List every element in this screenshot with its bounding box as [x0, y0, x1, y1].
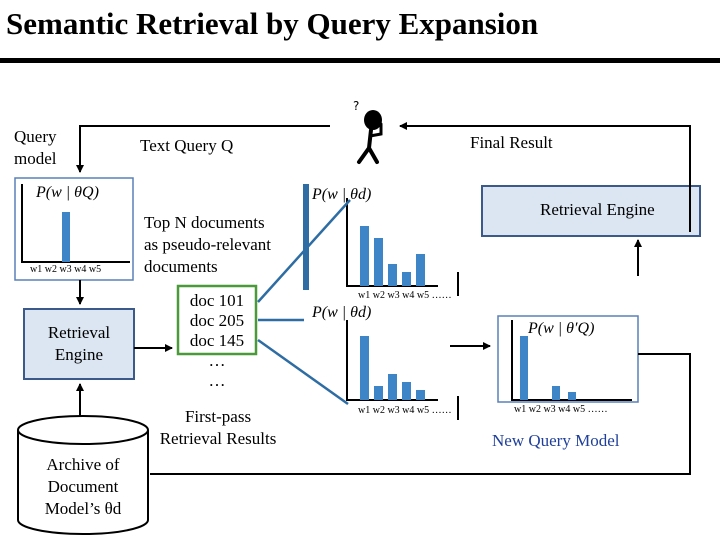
- database-cylinder-icon: [17, 415, 149, 535]
- query-model-tick-labels: w1 w2 w3 w4 w5: [30, 264, 102, 275]
- top-n-docs-line3: documents: [144, 257, 218, 276]
- doc-model-formula-1: P(w | θd): [312, 186, 372, 203]
- doc-model-1-marker: [303, 184, 309, 290]
- doc-list-item[interactable]: doc 101: [189, 291, 245, 310]
- query-model-axes: [21, 184, 130, 263]
- doc-model-1-bars: [360, 226, 425, 286]
- archive-label: Archive of Document Model’s θd: [24, 454, 142, 520]
- distribution-bar: [520, 336, 528, 400]
- first-pass-line2: Retrieval Results: [159, 429, 277, 448]
- query-model-formula: P(w | θQ): [36, 184, 99, 201]
- distribution-bar: [552, 386, 560, 400]
- new-query-model-formula: P(w | θ′Q): [528, 320, 595, 337]
- distribution-bar: [360, 226, 369, 286]
- doc-model-2-tick-labels: w1 w2 w3 w4 w5 ……: [358, 405, 452, 416]
- archive-line2: Document: [47, 477, 119, 496]
- doc-link-1: [257, 199, 351, 303]
- retrieval-engine-top-box: [481, 185, 701, 237]
- distribution-bar: [388, 264, 397, 286]
- final-result-arrow: [399, 122, 691, 232]
- thinking-person-icon: ?: [353, 99, 383, 164]
- top-n-docs-label: Top N documents as pseudo-relevant docum…: [144, 212, 271, 278]
- distribution-bar: [402, 272, 411, 286]
- distribution-bar: [568, 392, 576, 400]
- query-model-bars: [62, 212, 70, 262]
- retrieval-engine-left-box: [23, 308, 135, 380]
- text-query-arrow: [76, 125, 330, 173]
- top-n-docs-line1: Top N documents: [144, 213, 265, 232]
- first-pass-label: First-pass Retrieval Results: [146, 406, 290, 450]
- retrieval-engine-left-line1: Retrieval: [47, 323, 111, 342]
- query-model-label-line2: model: [14, 149, 57, 168]
- distribution-bar: [62, 212, 70, 262]
- query-model-label-line1: Query: [14, 127, 57, 146]
- distribution-bar: [416, 390, 425, 400]
- new-query-model-label: New Query Model: [492, 431, 620, 450]
- archive-line3: Model’s θd: [44, 499, 122, 518]
- distribution-bar: [360, 336, 369, 400]
- doc-list-item[interactable]: doc 205: [189, 311, 245, 330]
- doc-list-highlight: [176, 284, 258, 356]
- retrieval-engine-left-label[interactable]: Retrieval Engine: [30, 322, 128, 366]
- new-query-model-tick-labels: w1 w2 w3 w4 w5 ……: [514, 404, 608, 415]
- final-result-label: Final Result: [470, 133, 553, 152]
- svg-text:?: ?: [353, 99, 359, 113]
- doc-list-ellipsis: …: [208, 371, 226, 390]
- distribution-bar: [374, 238, 383, 286]
- distribution-bar: [374, 386, 383, 400]
- doc-list-ellipsis: …: [208, 351, 226, 370]
- text-query-label: Text Query Q: [140, 136, 234, 155]
- top-n-docs-line2: as pseudo-relevant: [144, 235, 271, 254]
- new-query-model-axes: [511, 320, 632, 401]
- new-query-model-bars: [520, 336, 576, 400]
- archive-line1: Archive of: [46, 455, 120, 474]
- new-query-feedback-line: [150, 353, 691, 475]
- retrieval-engine-top-label[interactable]: Retrieval Engine: [540, 200, 655, 219]
- first-pass-line1: First-pass: [184, 407, 252, 426]
- distribution-bar: [416, 254, 425, 286]
- doc-list-item[interactable]: doc 145: [189, 331, 245, 350]
- doc-model-1-tick-labels: w1 w2 w3 w4 w5 ……: [358, 290, 452, 301]
- doc-list: doc 101 doc 205 doc 145 … …: [178, 291, 256, 391]
- doc-model-formula-2: P(w | θd): [312, 304, 372, 321]
- page-title: Semantic Retrieval by Query Expansion: [6, 6, 539, 41]
- distribution-bar: [388, 374, 397, 400]
- query-model-label: Query model: [14, 126, 57, 170]
- doc-model-2-bars: [360, 336, 425, 400]
- distribution-bar: [402, 382, 411, 400]
- retrieval-engine-left-line2: Engine: [54, 345, 104, 364]
- doc-link-3: [257, 338, 349, 406]
- title-underline: [0, 58, 720, 63]
